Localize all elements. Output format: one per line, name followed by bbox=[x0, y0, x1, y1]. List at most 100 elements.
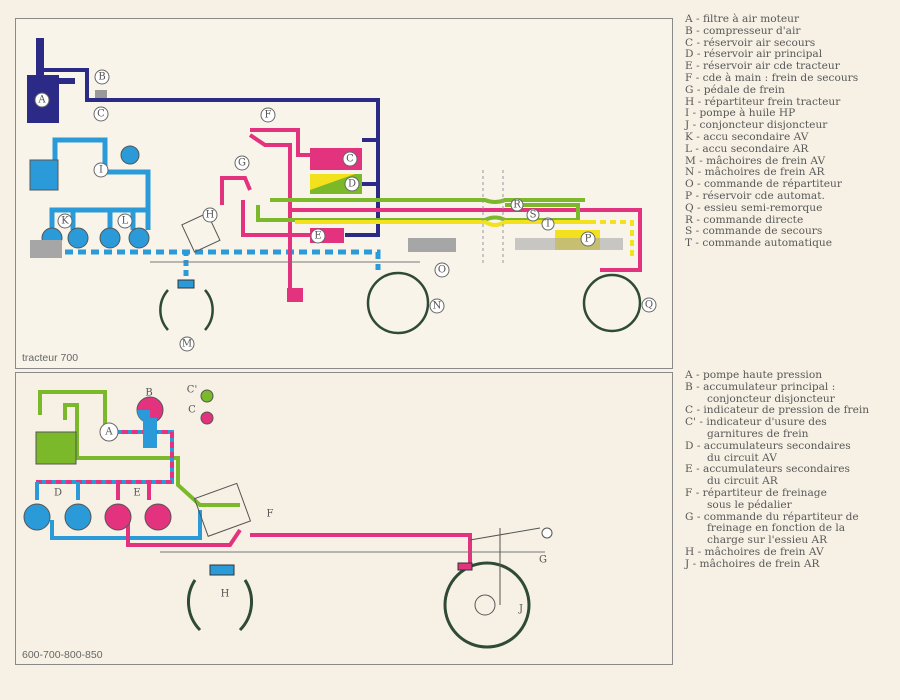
front-brake-shoe-M bbox=[159, 289, 169, 331]
label-F: F bbox=[265, 110, 272, 121]
accu-E-risers bbox=[116, 482, 151, 500]
label-circle bbox=[510, 198, 524, 212]
accumulator-D bbox=[64, 503, 92, 531]
rear-circuit-magenta bbox=[250, 533, 472, 565]
legend-item: H - mâchoires de frein AV bbox=[685, 546, 869, 559]
legend-text: freinage en fonction de la bbox=[707, 522, 846, 535]
label-G: G bbox=[238, 158, 246, 169]
label-R: R bbox=[513, 200, 521, 211]
label-B: B bbox=[98, 72, 105, 83]
legend-text: garnitures de frein bbox=[707, 427, 809, 440]
legend-text: C' - indicateur d'usure des bbox=[685, 416, 827, 429]
legend-text: sous le pédalier bbox=[707, 498, 792, 511]
label-T: T bbox=[545, 219, 552, 230]
front-brake-shoe-M bbox=[204, 289, 214, 331]
rear-brake-drum-N bbox=[366, 271, 430, 335]
legend-item: C - indicateur de pression de frein bbox=[685, 404, 870, 417]
label-circle bbox=[93, 106, 109, 122]
legend-text: C - indicateur de pression de frein bbox=[685, 404, 870, 417]
label-H: H bbox=[221, 589, 230, 600]
diagram-labels: A B C F G I H K L C D E R S T P O N M Q bbox=[34, 69, 657, 352]
label-circle bbox=[99, 422, 119, 442]
label-G: G bbox=[539, 555, 547, 566]
rear-circuit-magenta-a bbox=[126, 520, 242, 547]
label-D: D bbox=[348, 179, 356, 190]
legend-item: J - conjoncteur disjoncteur bbox=[685, 119, 828, 132]
pressure-indicator-C bbox=[200, 411, 214, 425]
accumulator-stem bbox=[143, 418, 157, 448]
rear-hub bbox=[474, 594, 496, 616]
semi-trailer-brake-Q bbox=[582, 273, 642, 333]
label-I: I bbox=[99, 165, 103, 176]
emergency-circuit-magenta bbox=[220, 128, 642, 295]
label-C-prime: C' bbox=[187, 385, 197, 396]
legend-item: A - filtre à air moteur bbox=[685, 13, 800, 25]
reservoir-D-yellow-part bbox=[310, 174, 355, 190]
legend-item: M - mâchoires de frein AV bbox=[685, 154, 826, 167]
legend-item: G - pédale de frein bbox=[685, 83, 785, 96]
load-sensing-linkage-G bbox=[469, 527, 541, 605]
label-circle bbox=[34, 92, 50, 108]
legend-item: A - pompe haute pression bbox=[685, 369, 869, 382]
label-circle bbox=[57, 213, 73, 229]
label-circle bbox=[93, 162, 109, 178]
label-D: D bbox=[54, 488, 62, 499]
return-line-green bbox=[63, 403, 240, 507]
label-circle bbox=[202, 207, 218, 223]
label-circle bbox=[526, 208, 540, 222]
label-M: M bbox=[182, 339, 192, 350]
legend-item: L - accu secondaire AR bbox=[685, 142, 809, 155]
rear-axle-mount bbox=[408, 238, 456, 252]
legend-item: P - réservoir cde automat. bbox=[685, 189, 825, 202]
label-circle bbox=[541, 217, 555, 231]
legend-text: F - répartiteur de freinage bbox=[685, 486, 827, 499]
front-wheel-cylinder bbox=[209, 564, 235, 576]
legend-item: B - accumulateur principal :conjoncteur … bbox=[685, 381, 869, 406]
label-S: S bbox=[530, 210, 537, 221]
label-C: C bbox=[97, 109, 105, 120]
legend-item: F - cde à main : frein de secours bbox=[685, 71, 859, 84]
label-circle bbox=[179, 336, 195, 352]
label-circle bbox=[117, 213, 133, 229]
legend-item: S - commande de secours bbox=[685, 225, 823, 238]
top-diagram-caption: tracteur 700 bbox=[22, 352, 79, 364]
label-E: E bbox=[314, 231, 321, 242]
label-J: J bbox=[518, 604, 523, 615]
label-B: B bbox=[145, 388, 152, 399]
legend-item: H - répartiteur frein tracteur bbox=[685, 95, 841, 108]
label-F: F bbox=[267, 509, 274, 520]
legend-item: O - commande de répartiteur bbox=[685, 178, 842, 191]
label-A: A bbox=[104, 427, 113, 438]
label-circle bbox=[260, 107, 276, 123]
legend-item: R - commande directe bbox=[685, 213, 804, 226]
trailer-lines bbox=[256, 198, 634, 260]
wear-indicator-C-prime bbox=[200, 389, 214, 403]
hydraulic-circuit-blue bbox=[49, 137, 151, 230]
label-O: O bbox=[438, 265, 446, 276]
load-sensing-pulley bbox=[541, 527, 553, 539]
label-L: L bbox=[122, 216, 129, 227]
label-A: A bbox=[37, 95, 46, 106]
legend-text: D - accumulateurs secondaires bbox=[685, 439, 851, 452]
front-brake-line bbox=[65, 249, 381, 270]
label-H: H bbox=[206, 210, 215, 221]
label-circle bbox=[128, 227, 150, 249]
oil-tank bbox=[29, 159, 59, 191]
legend-item: T - commande automatique bbox=[685, 237, 832, 250]
label-circle bbox=[344, 176, 360, 192]
top-legend: A - filtre à air moteur B - compresseur … bbox=[685, 13, 859, 250]
legend-item: C - réservoir air secours bbox=[685, 36, 816, 49]
legend-item: B - compresseur d'air bbox=[685, 24, 801, 37]
label-K: K bbox=[61, 216, 69, 227]
label-circle bbox=[99, 227, 121, 249]
legend-text: G - commande du répartiteur de bbox=[685, 510, 859, 523]
air-outlet bbox=[57, 78, 75, 84]
legend-item: K - accu secondaire AV bbox=[685, 130, 809, 143]
legend-text: J - mâchoires de frein AR bbox=[685, 557, 820, 570]
rear-wheel-cylinder bbox=[457, 562, 473, 571]
label-circle bbox=[434, 262, 450, 278]
accu-D-risers bbox=[35, 482, 80, 500]
